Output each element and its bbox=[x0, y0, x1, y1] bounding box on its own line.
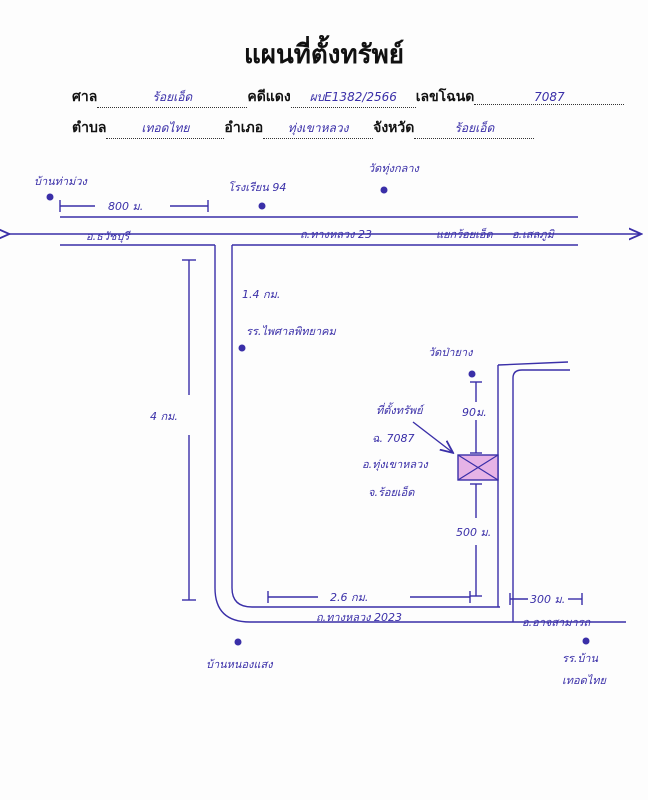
label-school-94: โรงเรียน 94 bbox=[228, 181, 286, 194]
label-dist-800: 800 ม. bbox=[108, 200, 143, 213]
label-dist-4: 4 กม. bbox=[150, 410, 178, 423]
deed-label: เลขโฉนด bbox=[415, 89, 475, 105]
road-side-inner bbox=[231, 245, 500, 608]
road-side-outer bbox=[214, 245, 626, 623]
district-label: อำเภอ bbox=[224, 120, 264, 136]
school-94-marker-icon bbox=[258, 202, 266, 210]
label-property-title: ที่ตั้งทรัพย์ bbox=[376, 402, 426, 417]
label-road-top-junction: แยกร้อยเอ็ด bbox=[436, 227, 494, 241]
label-property-province: จ.ร้อยเอ็ด bbox=[368, 485, 415, 499]
deed-value: 7087 bbox=[474, 90, 625, 105]
district-value: ทุ่งเขาหลวง bbox=[263, 119, 374, 139]
lane-top-edge bbox=[497, 361, 569, 366]
label-dist-2-6: 2.6 กม. bbox=[330, 591, 368, 604]
label-road-bottom-main: ถ.ทางหลวง 2023 bbox=[316, 611, 402, 624]
wat-nong-kham-marker-icon bbox=[380, 186, 388, 194]
form-row-2: ตำบลเทอดไทยอำเภอทุ่งเขาหลวงจังหวัดร้อยเอ… bbox=[72, 117, 535, 139]
school-phaisan-marker-icon bbox=[238, 344, 246, 352]
label-school-ban-line1: รร.บ้าน bbox=[562, 652, 598, 665]
province-label: จังหวัด bbox=[373, 120, 415, 136]
red-case-value: ผบE1382/2566 bbox=[290, 88, 416, 108]
ban-nong-saeng-marker-icon bbox=[234, 638, 242, 646]
wat-pa-yang-marker-icon bbox=[468, 370, 476, 378]
red-case-label: คดีแดง bbox=[247, 89, 291, 105]
label-road-top-right: อ.เสลภูมิ bbox=[512, 228, 555, 241]
label-road-bottom-right: อ.อาจสามารถ bbox=[522, 616, 592, 629]
label-wat-pa-yang: วัดป่ายาง bbox=[428, 346, 474, 359]
label-dist-1-4: 1.4 กม. bbox=[242, 288, 280, 301]
lane-right-edge bbox=[512, 369, 570, 622]
label-school-phaisan: รร.ไพศาลพิทยาคม bbox=[246, 325, 336, 338]
label-wat-nong-kham: วัดทุ่งกลาง bbox=[368, 162, 421, 175]
label-property-deed: ฉ. 7087 bbox=[372, 432, 414, 445]
property-pointer-arrow bbox=[412, 421, 452, 452]
label-ban-nong-saeng: บ้านหนองแสง bbox=[206, 658, 274, 671]
court-value: ร้อยเอ็ด bbox=[97, 88, 248, 108]
school-ban-marker-icon bbox=[582, 637, 590, 645]
label-dist-300: 300 ม. bbox=[530, 593, 565, 606]
label-road-top-main: ถ.ทางหลวง 23 bbox=[300, 228, 372, 241]
label-dist-90: 90ม. bbox=[462, 406, 487, 419]
court-label: ศาล bbox=[72, 89, 98, 105]
label-dist-500: 500 ม. bbox=[456, 526, 491, 539]
province-value: ร้อยเอ็ด bbox=[414, 119, 535, 139]
subdistrict-value: เทอดไทย bbox=[106, 119, 225, 139]
label-school-ban-line2: เทอดไทย bbox=[562, 674, 608, 687]
ban-tha-muang-marker-icon bbox=[46, 193, 54, 201]
label-ban-tha-muang: บ้านท่าม่วง bbox=[34, 175, 89, 188]
label-property-district: อ.ทุ่งเขาหลวง bbox=[362, 458, 429, 471]
property-box-icon bbox=[457, 454, 499, 481]
label-road-top-left: อ.ธวัชบุรี bbox=[86, 230, 131, 243]
page-title: แผนที่ตั้งทรัพย์ bbox=[244, 40, 404, 70]
subdistrict-label: ตำบล bbox=[72, 120, 107, 136]
